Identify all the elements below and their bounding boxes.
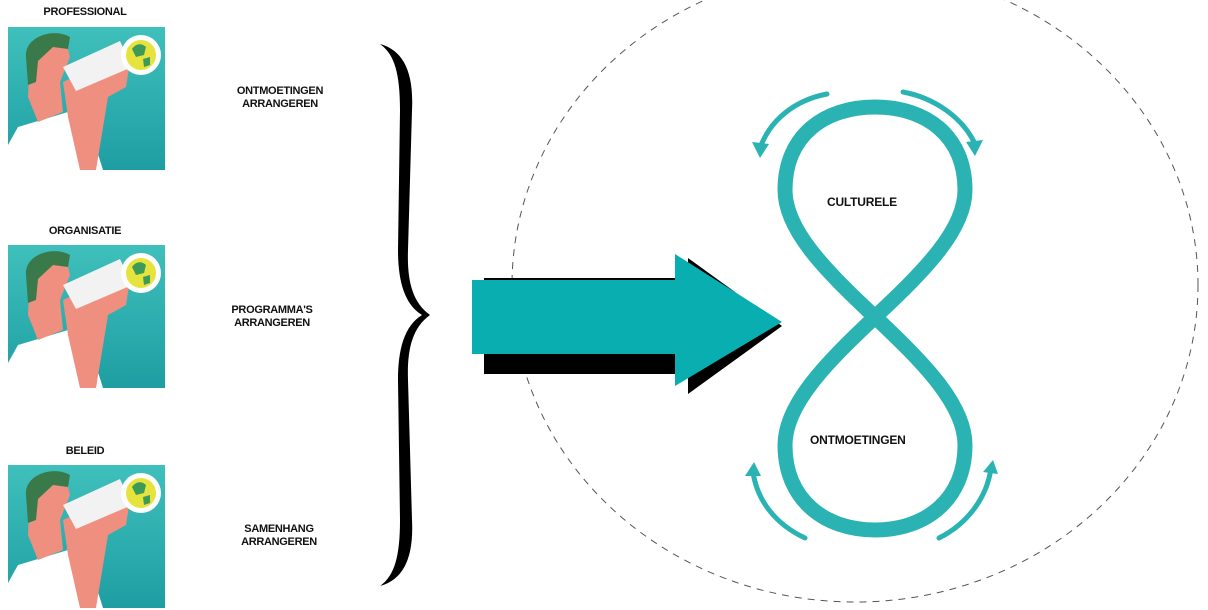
action-line2: ARRANGEREN [241,536,317,548]
persona-label-beleid: BELEID [65,445,105,457]
action-label-ontmoetingen-arrangeren: ONTMOETINGEN ARRANGEREN [210,85,350,111]
persona-label-professional: PROFESSIONAL [43,6,127,18]
action-line1: SAMENHANG [244,523,314,535]
dashed-circle [500,0,1208,610]
person-with-binoculars-icon [8,465,165,608]
cycle-label-ontmoetingen: ONTMOETINGEN [810,433,906,447]
person-with-binoculars-icon [8,27,165,170]
action-line1: ONTMOETINGEN [236,85,324,97]
curly-brace-icon [372,40,442,590]
action-label-samenhang-arrangeren: SAMENHANG ARRANGEREN [209,523,349,549]
person-with-binoculars-icon [8,245,165,388]
action-label-programmas-arrangeren: PROGRAMMA'S ARRANGEREN [202,304,342,330]
big-right-arrow-icon [470,250,790,400]
infinity-figure-eight-icon [735,80,1015,570]
action-line2: ARRANGEREN [234,317,310,329]
persona-label-organisatie: ORGANISATIE [48,225,122,237]
action-line2: ARRANGEREN [242,98,318,110]
action-line1: PROGRAMMA'S [231,304,313,316]
cycle-label-culturele: CULTURELE [827,195,897,209]
